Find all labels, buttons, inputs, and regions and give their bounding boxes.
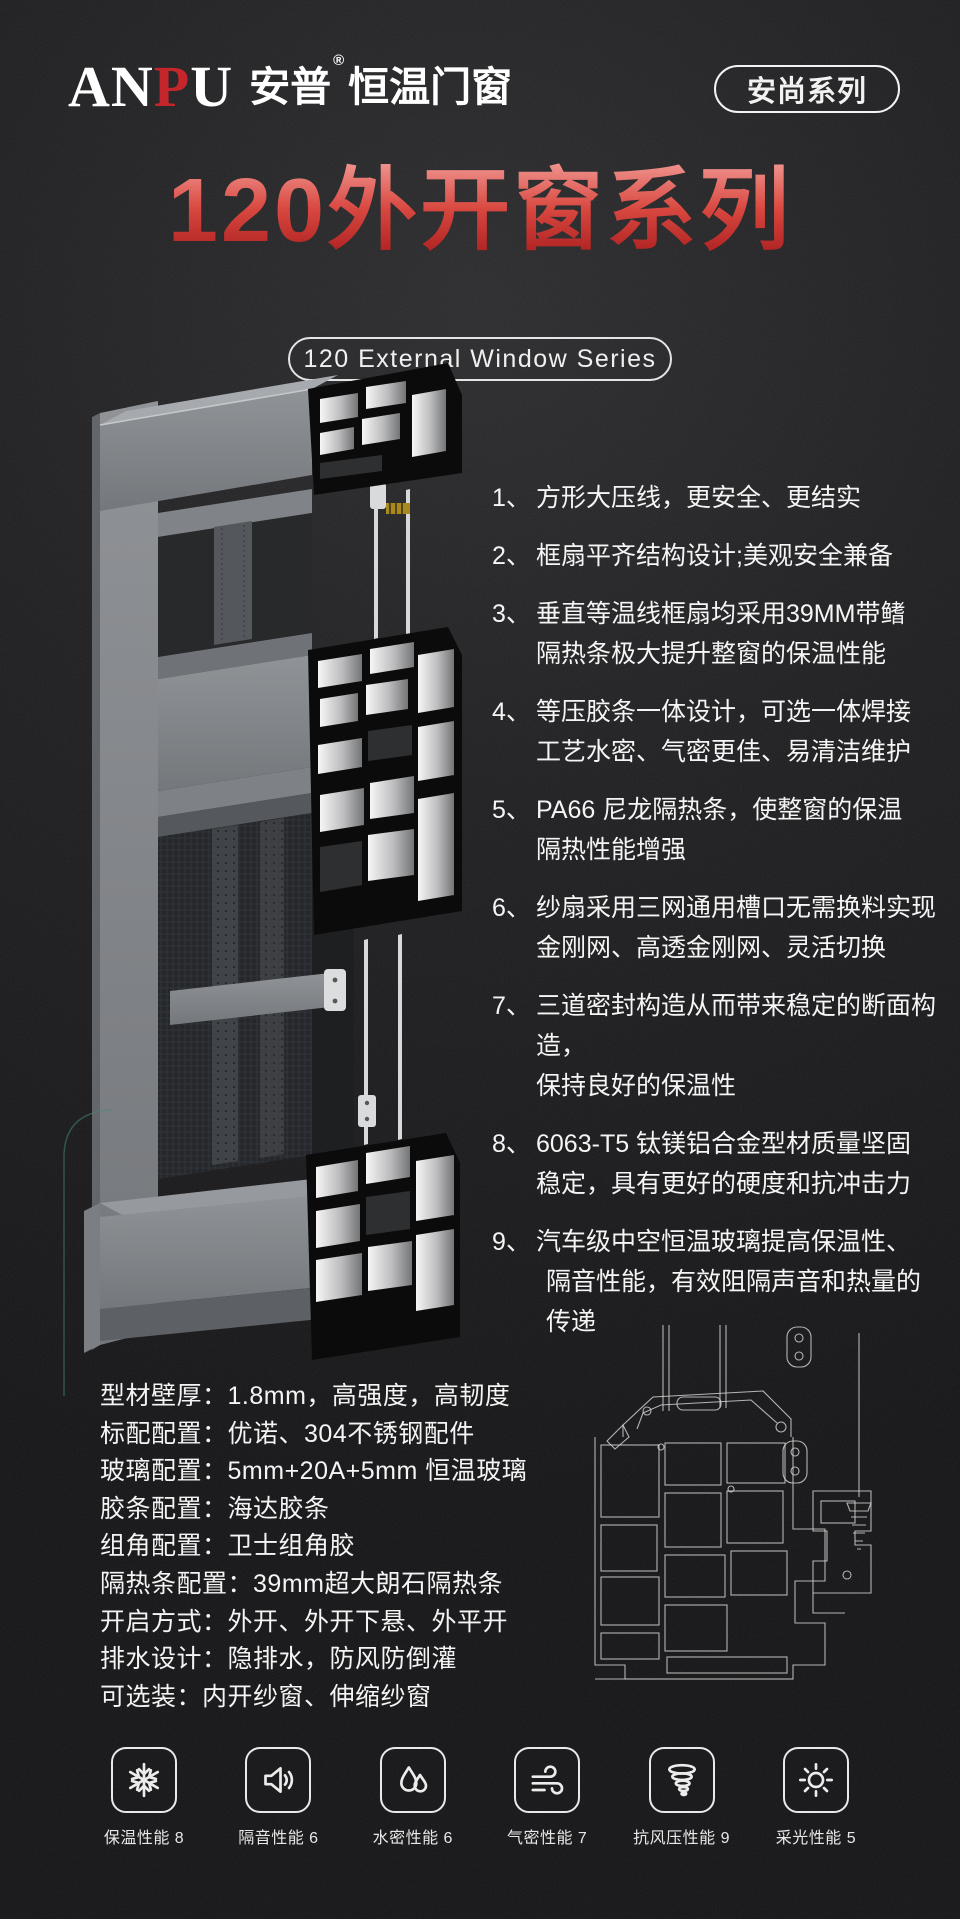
feature-number: 3、 xyxy=(492,600,531,628)
sun-icon xyxy=(782,1747,849,1813)
spec-row-opening: 开启方式：外开、外开下悬、外平开 xyxy=(100,1607,509,1636)
feature-number: 6、 xyxy=(492,894,531,922)
feature-item-3: 3、垂直等温线框扇均采用39MM带鳍隔热条极大提升整窗的保温性能 xyxy=(492,594,944,674)
feature-item-4: 4、等压胶条一体设计，可选一体焊接工艺水密、气密更佳、易清洁维护 xyxy=(492,692,944,772)
feature-list: 1、方形大压线，更安全、更结实 2、框扇平齐结构设计;美观安全兼备 3、垂直等温… xyxy=(492,478,944,1360)
feature-text: 框扇平齐结构设计;美观安全兼备 xyxy=(536,542,893,570)
feature-item-8: 8、6063-T5 钛镁铝合金型材质量坚固稳定，具有更好的硬度和抗冲击力 xyxy=(492,1124,944,1204)
feature-number: 7、 xyxy=(492,992,531,1020)
spec-row-wall: 型材壁厚：1.8mm，高强度，高韧度 xyxy=(100,1382,511,1410)
speaker-icon xyxy=(245,1747,312,1813)
main-title: 120外开窗系列 xyxy=(0,162,960,260)
logo-cn-name: 安普®恒温门窗 xyxy=(249,51,513,110)
cad-drawing-image xyxy=(594,1325,872,1680)
feature-number: 2、 xyxy=(492,542,531,570)
feature-text: 垂直等温线框扇均采用39MM带鳍隔热条极大提升整窗的保温性能 xyxy=(536,600,906,668)
snowflake-icon xyxy=(111,1747,177,1813)
feature-item-5: 5、PA66 尼龙隔热条，使整窗的保温隔热性能增强 xyxy=(492,790,944,870)
spec-list: 型材壁厚：1.8mm，高强度，高韧度 标配配置：优诺、304不锈钢配件 玻璃配置… xyxy=(100,1378,527,1716)
performance-label: 气密性能 7 xyxy=(506,1830,588,1847)
performance-cell-air: 气密性能 7 xyxy=(480,1747,614,1848)
feature-text: 纱扇采用三网通用槽口无需换料实现金刚网、高透金刚网、灵活切换 xyxy=(536,894,937,962)
spec-row-hardware: 标配配置：优诺、304不锈钢配件 xyxy=(100,1419,475,1448)
feature-item-7: 7、三道密封构造从而带来稳定的断面构造，保持良好的保温性 xyxy=(492,986,944,1106)
performance-label: 水密性能 6 xyxy=(372,1830,453,1847)
feature-text: 汽车级中空恒温玻璃提高保温性、隔音性能，有效阻隔声音和热量的传递 xyxy=(536,1228,922,1336)
performance-label: 抗风压性能 9 xyxy=(633,1830,730,1847)
feature-number: 4、 xyxy=(492,698,531,726)
performance-cell-insulation: 保温性能 8 xyxy=(77,1747,211,1848)
decorative-curve xyxy=(63,1109,113,1396)
feature-item-9: 9、汽车级中空恒温玻璃提高保温性、隔音性能，有效阻隔声音和热量的传递 xyxy=(492,1222,944,1342)
tornado-icon xyxy=(648,1747,715,1813)
performance-cell-daylight: 采光性能 5 xyxy=(749,1747,883,1848)
performance-cell-wind-pressure: 抗风压性能 9 xyxy=(615,1747,749,1848)
wind-icon xyxy=(514,1747,581,1813)
performance-row: 保温性能 8 隔音性能 6 水密性能 6 气密性能 7 抗风压性能 9 xyxy=(77,1747,883,1848)
feature-text: 方形大压线，更安全、更结实 xyxy=(536,484,862,512)
feature-text: 等压胶条一体设计，可选一体焊接工艺水密、气密更佳、易清洁维护 xyxy=(536,698,912,766)
performance-label: 保温性能 8 xyxy=(103,1830,185,1847)
performance-label: 采光性能 5 xyxy=(775,1830,857,1847)
feature-item-2: 2、框扇平齐结构设计;美观安全兼备 xyxy=(492,536,944,576)
feature-number: 9、 xyxy=(492,1228,531,1256)
feature-text: 6063-T5 钛镁铝合金型材质量坚固稳定，具有更好的硬度和抗冲击力 xyxy=(536,1130,912,1198)
feature-number: 8、 xyxy=(492,1130,531,1158)
logo-anpu: ANPU xyxy=(68,54,234,119)
spec-row-drainage: 排水设计：隐排水，防风防倒灌 xyxy=(100,1645,458,1674)
performance-cell-sound: 隔音性能 6 xyxy=(211,1747,345,1848)
series-badge: 安尚系列 xyxy=(714,65,900,113)
brand-logo: ANPU 安普®恒温门窗 xyxy=(68,51,513,119)
feature-number: 5、 xyxy=(492,796,531,824)
feature-text: PA66 尼龙隔热条，使整窗的保温隔热性能增强 xyxy=(536,796,903,864)
water-drops-icon xyxy=(379,1747,446,1813)
logo-letter-p-red: P xyxy=(153,54,191,119)
feature-text: 三道密封构造从而带来稳定的断面构造，保持良好的保温性 xyxy=(536,992,937,1100)
feature-item-1: 1、方形大压线，更安全、更结实 xyxy=(492,478,944,518)
feature-number: 1、 xyxy=(492,484,531,512)
spec-row-thermal-break: 隔热条配置：39mm超大朗石隔热条 xyxy=(100,1569,503,1598)
spec-row-gasket: 胶条配置：海达胶条 xyxy=(100,1494,330,1523)
profile-render-image xyxy=(84,363,462,1360)
spec-row-optional: 可选装：内开纱窗、伸缩纱窗 xyxy=(100,1682,432,1711)
performance-label: 隔音性能 6 xyxy=(238,1830,319,1847)
feature-item-6: 6、纱扇采用三网通用槽口无需换料实现金刚网、高透金刚网、灵活切换 xyxy=(492,888,944,968)
spec-row-corner: 组角配置：卫士组角胶 xyxy=(100,1532,356,1561)
spec-row-glass: 玻璃配置：5mm+20A+5mm 恒温玻璃 xyxy=(100,1457,528,1486)
registered-mark: ® xyxy=(333,51,345,69)
performance-cell-water: 水密性能 6 xyxy=(346,1747,480,1848)
